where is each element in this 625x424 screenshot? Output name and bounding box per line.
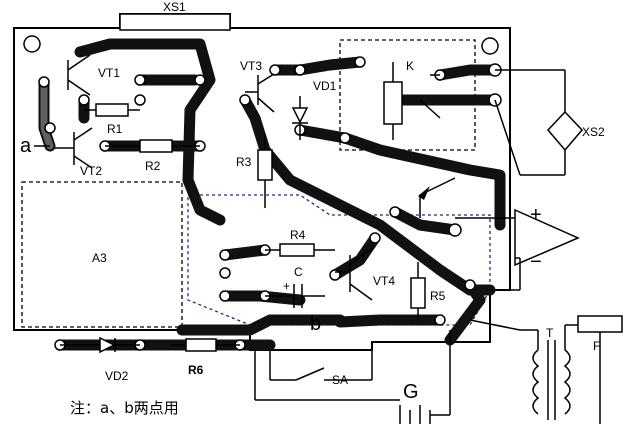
opamp-plus-label: + <box>530 204 542 226</box>
footnote: 注：a、b两点用 <box>70 399 179 417</box>
r1-label: R1 <box>107 122 123 136</box>
t-label: T <box>546 326 554 340</box>
vt2-label: VT2 <box>80 164 102 178</box>
vt4-transistor: VT4 <box>335 247 395 301</box>
r6-label: R6 <box>188 363 204 377</box>
r2-resistor: R2 <box>105 139 200 173</box>
t-transformer: T <box>469 319 580 420</box>
vt3-transistor: VT3 <box>240 59 275 113</box>
c-label: C <box>294 265 303 279</box>
r3-resistor: R3 <box>236 135 273 208</box>
opamp-minus-label: − <box>530 251 542 273</box>
r5-resistor: R5 <box>410 262 446 320</box>
vd2-diode: VD2 <box>60 336 140 383</box>
copper-traces-fill <box>40 78 54 150</box>
xs2-socket: XS2 <box>494 69 605 176</box>
r3-label: R3 <box>236 155 252 169</box>
g-label: G <box>403 381 419 403</box>
r2-label: R2 <box>145 159 161 173</box>
relay-k: K <box>383 59 441 140</box>
r4-label: R4 <box>290 228 306 242</box>
comparator-amplifier: + − <box>455 204 580 291</box>
c-capacitor: C + <box>265 265 325 308</box>
vd2-label: VD2 <box>105 369 129 383</box>
vd1-diode: VD1 <box>291 79 337 140</box>
r5-label: R5 <box>430 289 446 303</box>
c-plus-label: + <box>283 279 290 293</box>
point-a-label: a <box>20 135 32 157</box>
f-label: F <box>593 339 600 353</box>
a3-region <box>21 181 183 328</box>
r4-resistor: R4 <box>265 228 335 257</box>
xs1-socket: XS1 <box>119 0 231 31</box>
vt1-transistor: VT1 <box>67 54 120 96</box>
f-fuse: F <box>577 315 623 424</box>
r1-resistor: R1 <box>84 103 140 136</box>
xs1-label: XS1 <box>163 0 186 14</box>
point-b-label: b <box>310 313 321 335</box>
sa-switch: SA <box>254 350 400 401</box>
k-label: K <box>406 59 414 73</box>
xs2-label: XS2 <box>582 125 605 139</box>
vt3-label: VT3 <box>240 59 262 73</box>
signal-arrow <box>418 177 456 218</box>
vt1-label: VT1 <box>98 66 120 80</box>
vt4-label: VT4 <box>373 274 395 288</box>
vd1-label: VD1 <box>313 79 337 93</box>
g-battery: G <box>399 330 451 424</box>
r6-resistor: R6 <box>170 338 240 377</box>
a3-label: A3 <box>92 251 107 265</box>
sa-label: SA <box>332 373 348 387</box>
vt2-transistor: VT2 <box>54 127 102 178</box>
